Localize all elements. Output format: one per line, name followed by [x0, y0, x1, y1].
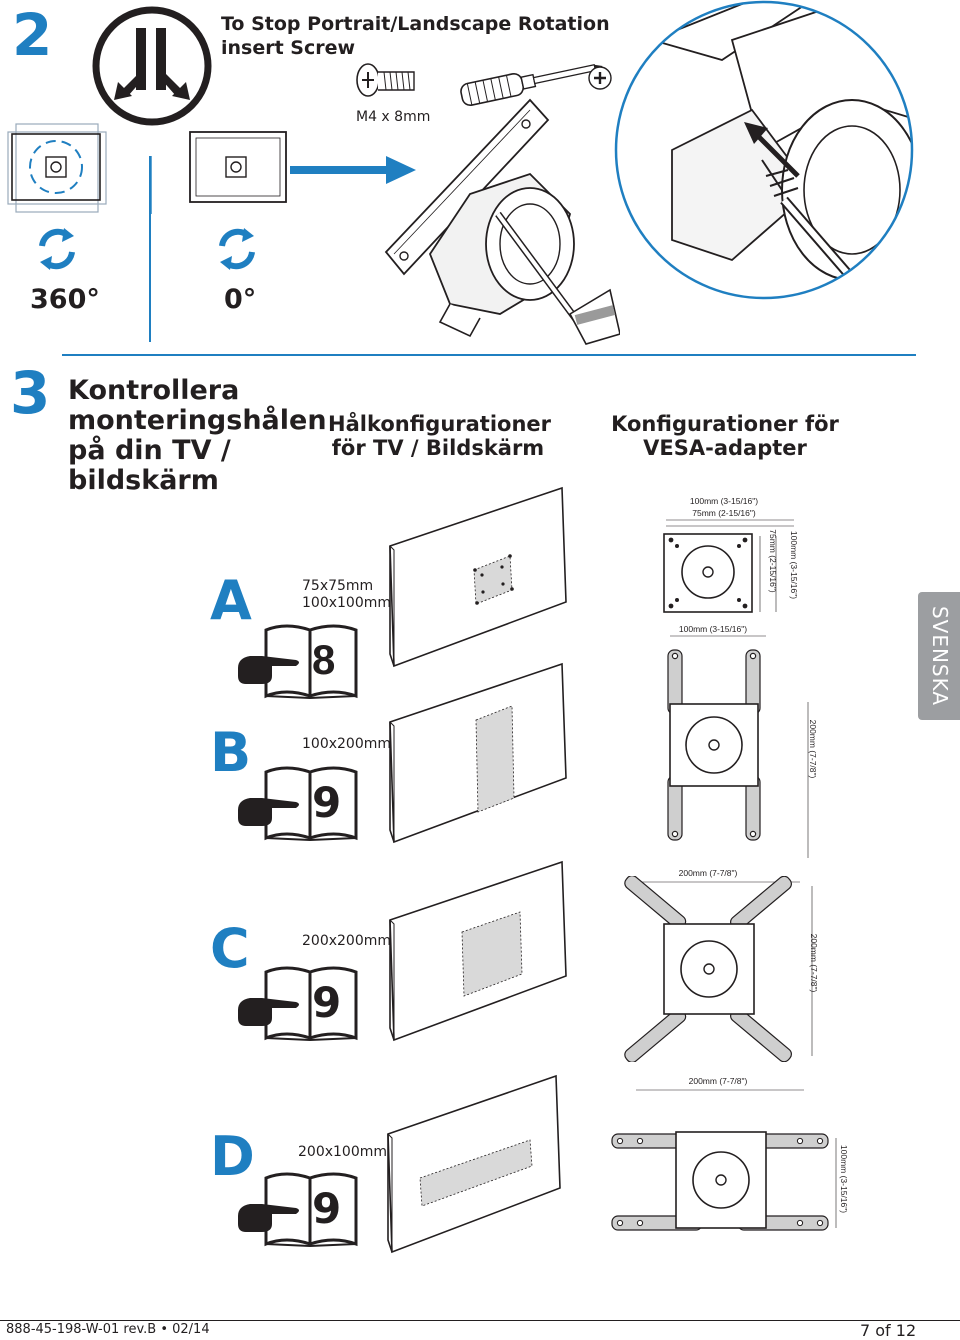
step-3-divider: [62, 354, 916, 356]
tv-back-panel-c: [389, 860, 567, 1042]
row-b-letter: B: [210, 721, 252, 784]
language-tab-label: SVENSKA: [928, 605, 952, 707]
dim-a-top-1: 100mm (3-15/16"): [689, 496, 759, 506]
book-page-a: 8: [312, 636, 336, 683]
vesa-adapter-c: [624, 876, 813, 1062]
dim-b-side: 200mm (7-7/8"): [808, 719, 818, 779]
rotation-0-icon: [219, 228, 255, 270]
mount-bracket-illustration: [384, 98, 620, 345]
row-a-config: 75x75mm 100x100mm: [302, 578, 392, 611]
row-c-letter: C: [210, 917, 250, 980]
vesa-adapter-a: [663, 519, 794, 613]
tv-back-panel-d: [387, 1074, 561, 1254]
vesa-adapter-config-heading: Konfigurationer för VESA-adapter: [611, 412, 839, 460]
dim-d-side: 100mm (3-15/16"): [839, 1144, 849, 1214]
tv-hole-config-heading: Hålkonfigurationer för TV / Bildskärm: [328, 412, 552, 460]
screw-and-screwdriver-icon: [356, 63, 612, 107]
step-2-number: 2: [12, 1, 53, 69]
dim-b-top: 100mm (3-15/16"): [678, 624, 748, 634]
footer-rule: [0, 1320, 960, 1321]
tv-back-panel-a: [389, 486, 567, 668]
arrow-right-icon: [290, 156, 416, 184]
row-c-config: 200x200mm: [302, 933, 392, 949]
tv-back-panel-b: [389, 662, 567, 844]
book-reference-icon-a: [238, 624, 358, 700]
vesa-adapter-d: [611, 1089, 837, 1231]
screen-rotation-thumbnails: [7, 123, 287, 214]
dim-c-top: 200mm (7-7/8"): [678, 868, 738, 878]
rotation-360-icon: [39, 228, 75, 270]
book-reference-icon-d: [238, 1172, 358, 1248]
row-d-letter: D: [210, 1125, 255, 1188]
book-reference-icon-b: [238, 766, 358, 842]
dim-a-side-2: 100mm (3-15/16"): [789, 530, 799, 600]
dim-a-side-1: 75mm (2-15/16"): [768, 529, 778, 593]
step-3-number: 3: [10, 359, 51, 427]
step-2-title: To Stop Portrait/Landscape Rotation inse…: [221, 13, 610, 59]
row-d-config: 200x100mm: [298, 1144, 388, 1160]
dim-d-top: 200mm (7-7/8"): [688, 1076, 748, 1086]
footer-page-number: 7 of 12: [860, 1321, 917, 1340]
step-3-title: Kontrollera monteringshålen på din TV / …: [68, 375, 327, 496]
dim-a-top-2: 75mm (2-15/16"): [692, 508, 756, 518]
degree-360-label: 360°: [30, 284, 100, 315]
book-page-b: 9: [312, 778, 342, 827]
screw-size-label: M4 x 8mm: [356, 109, 431, 125]
footer-doc-code: 888-45-198-W-01 rev.B • 02/14: [6, 1322, 210, 1337]
step-2-divider: [149, 156, 151, 342]
row-b-config: 100x200mm: [302, 736, 392, 752]
magnified-detail-circle: [614, 0, 914, 300]
book-page-d: 9: [312, 1184, 342, 1233]
degree-0-label: 0°: [224, 284, 257, 315]
book-page-c: 9: [312, 978, 342, 1027]
language-tab: SVENSKA: [918, 592, 960, 720]
vesa-adapter-b: [667, 635, 809, 858]
row-a-letter: A: [210, 569, 252, 632]
book-reference-icon-c: [238, 966, 358, 1042]
no-rotation-icon: [92, 6, 212, 126]
dim-c-side: 200mm (7-7/8"): [809, 933, 819, 993]
